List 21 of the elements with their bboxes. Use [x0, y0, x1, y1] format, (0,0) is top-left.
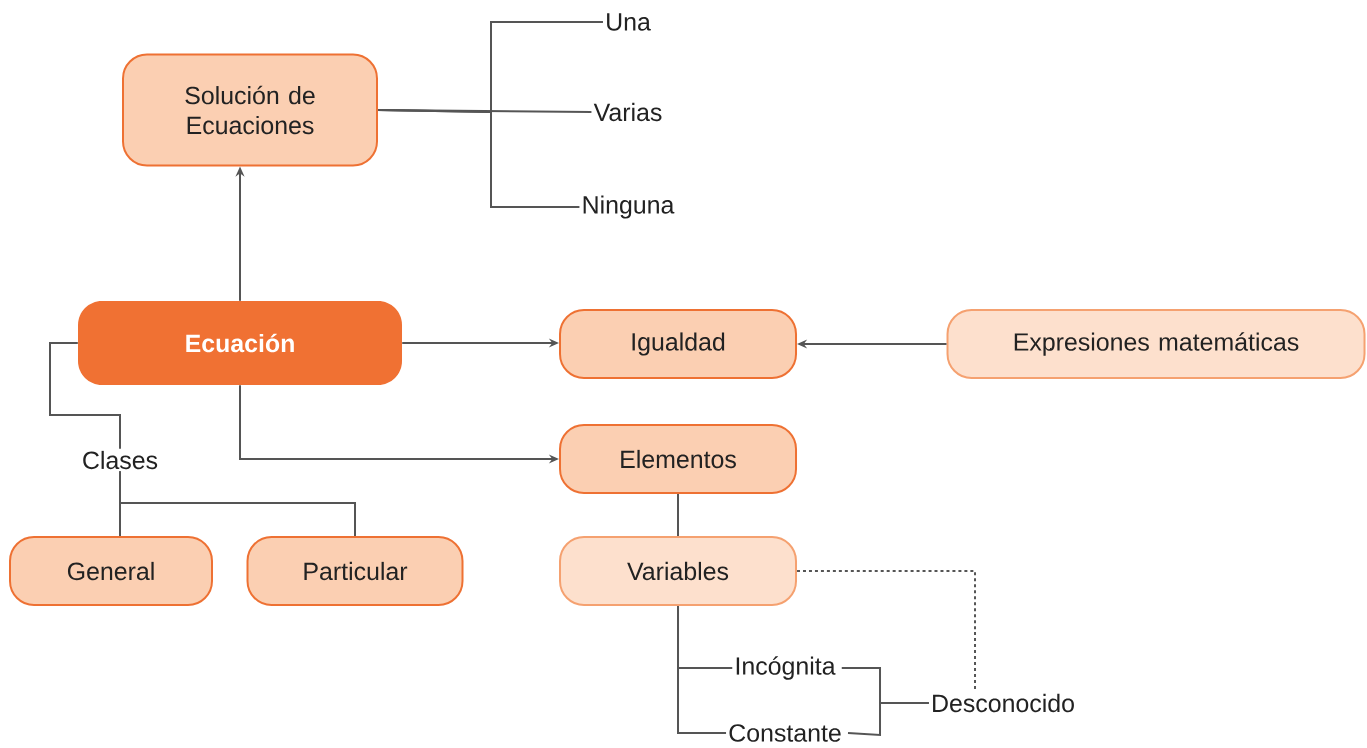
concept-box: Variables — [559, 536, 797, 606]
branch-label: Una — [607, 13, 651, 31]
concept-box: Solución de Ecuaciones — [122, 53, 378, 167]
concept-box: Igualdad — [559, 309, 797, 379]
connector-line — [847, 702, 930, 737]
concept-box: Expresiones matemáticas — [946, 309, 1366, 379]
connector-line — [677, 605, 728, 734]
connector-line — [49, 342, 121, 450]
concept-box: Elementos — [559, 424, 797, 494]
branch-label: Desconocido — [933, 693, 1074, 713]
branch-label: Incógnita — [736, 656, 836, 680]
main-concept-box: Ecuación — [78, 301, 402, 385]
branch-label: Ninguna — [583, 195, 675, 219]
connector-line — [119, 470, 356, 537]
concept-box: Particular — [246, 536, 464, 606]
branch-label: Clases — [83, 450, 158, 470]
branch-label: Constante — [729, 724, 841, 742]
connector-line — [677, 493, 679, 537]
concept-box: General — [9, 536, 213, 606]
connector-line — [377, 109, 581, 208]
branch-label: Varias — [593, 102, 662, 122]
